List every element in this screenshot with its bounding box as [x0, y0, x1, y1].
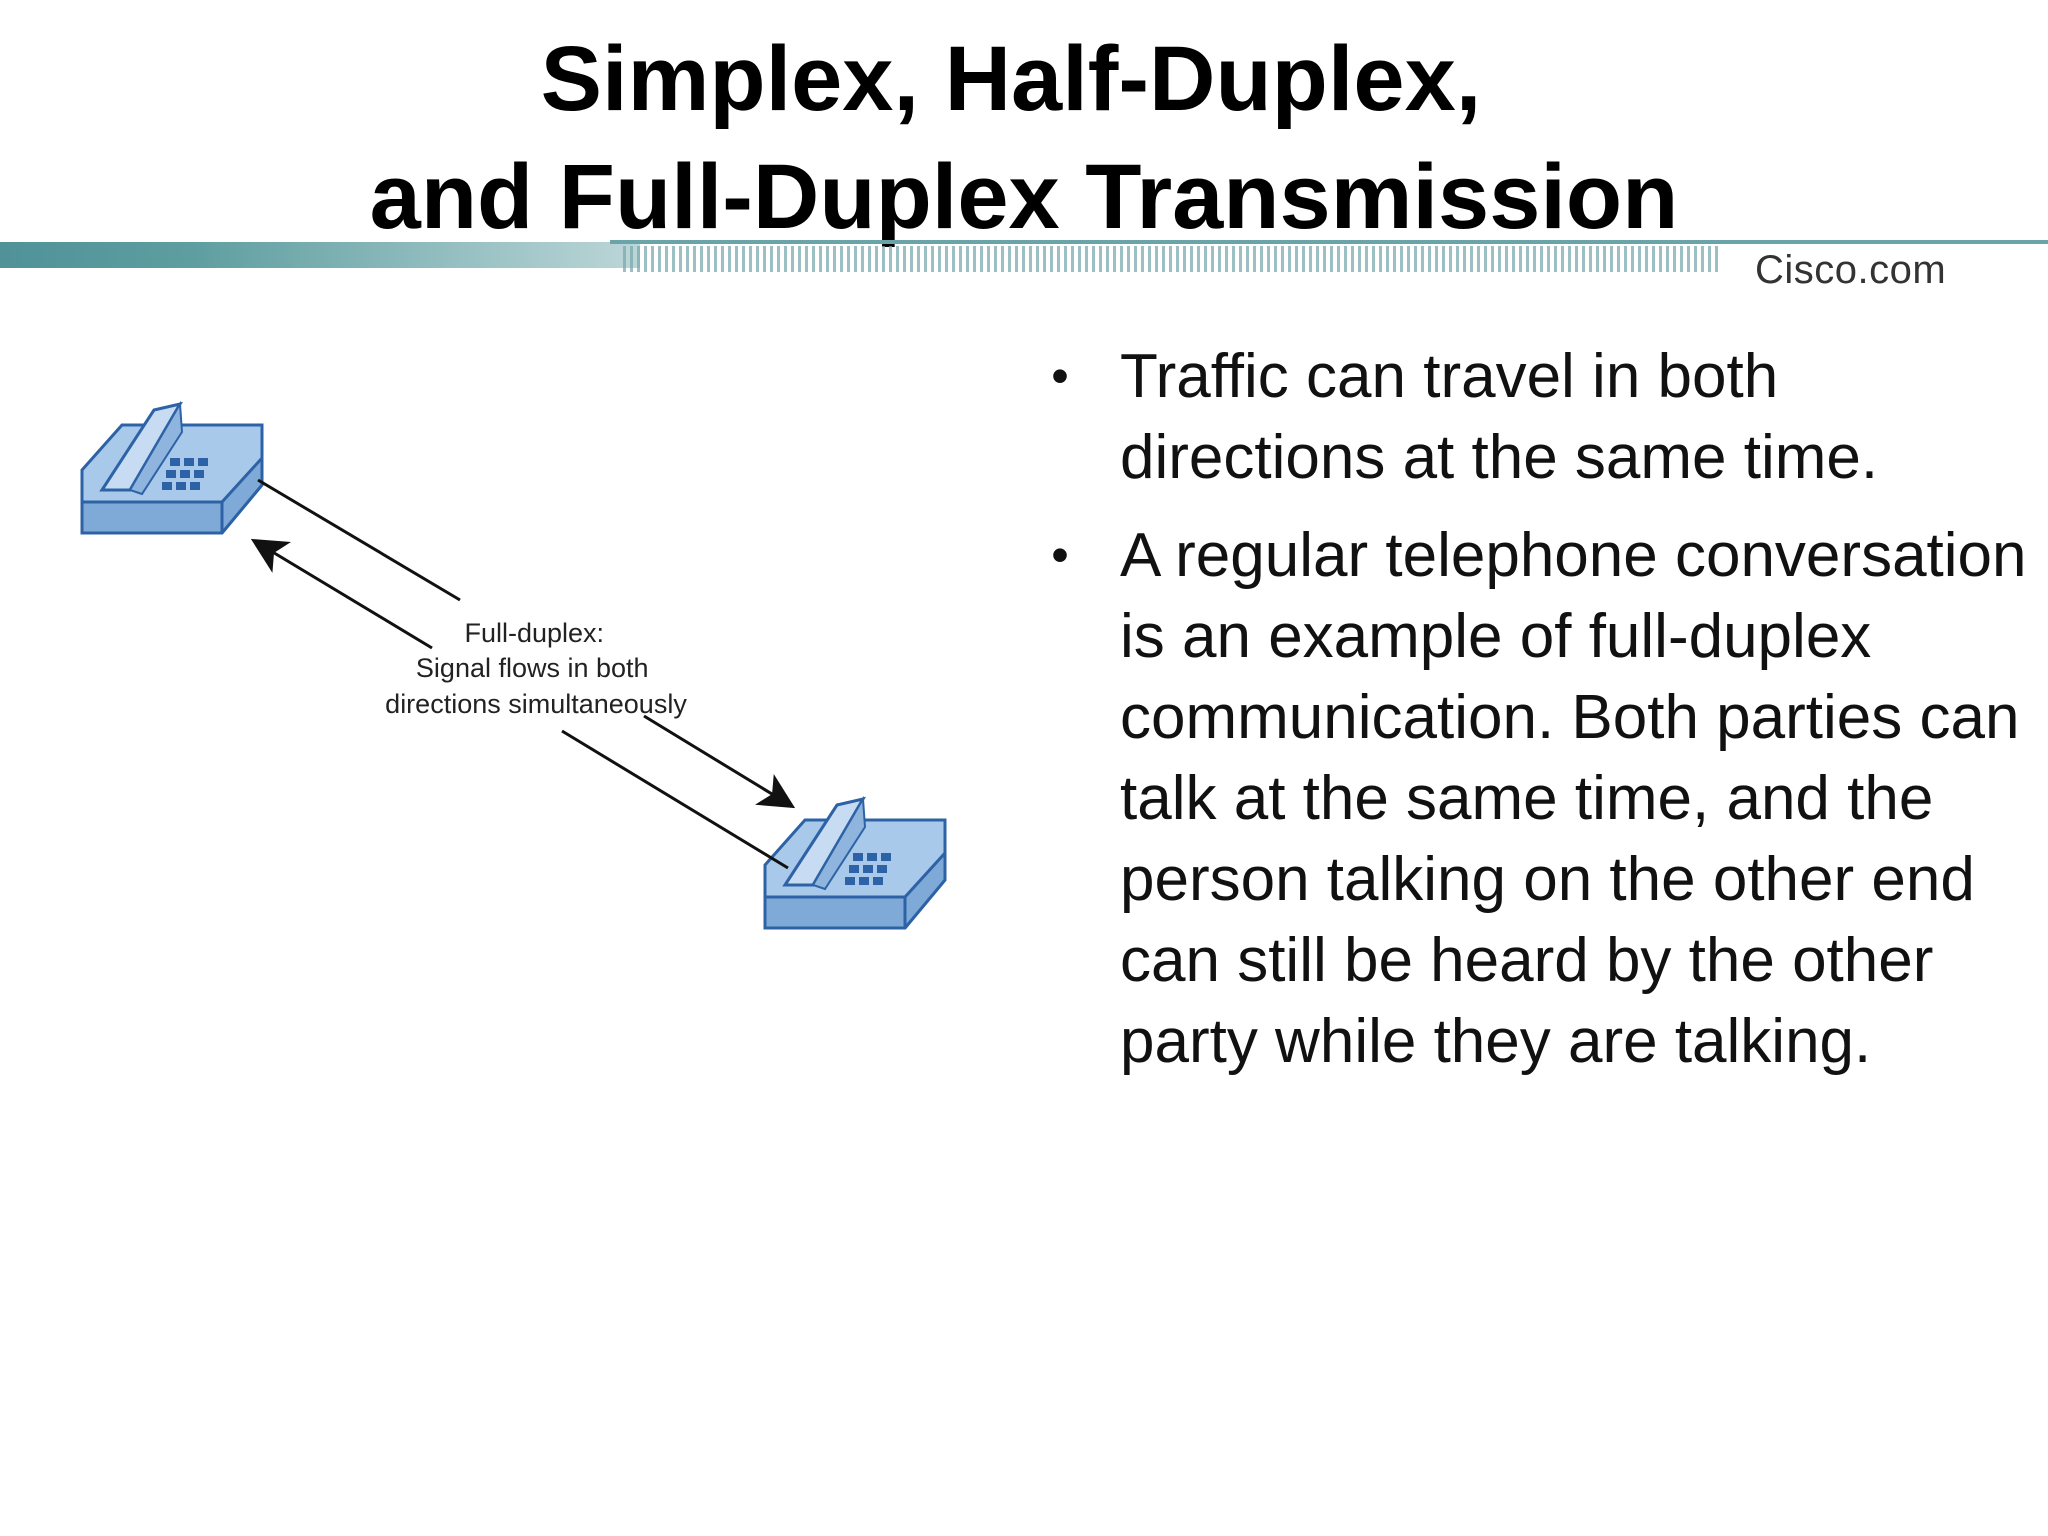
bullet-marker: •	[1051, 527, 1069, 583]
bullet-text: Traffic can travel in both directions at…	[1120, 342, 1879, 492]
telephone-icon	[763, 795, 947, 930]
arrow-to-phone-2	[643, 714, 796, 809]
diagram-label: Full-duplex: Signal flows in both direct…	[385, 618, 687, 719]
bullet-list: • Traffic can travel in both directions …	[1040, 336, 2040, 1099]
signal-line-upper	[257, 478, 461, 602]
arrow-to-phone-1	[250, 538, 433, 650]
cisco-brand: Cisco.com	[1755, 248, 1947, 292]
diagram-label-line: Full-duplex:	[464, 618, 604, 648]
bullet-item: • Traffic can travel in both directions …	[1040, 336, 2040, 498]
telephone-icon	[80, 400, 264, 535]
diagram-label-line: directions simultaneously	[385, 689, 687, 719]
bullet-marker: •	[1051, 348, 1069, 404]
signal-line-lower	[561, 729, 789, 870]
bullet-text: A regular telephone conversation is an e…	[1120, 521, 2027, 1076]
full-duplex-diagram: Full-duplex: Signal flows in both direct…	[80, 400, 947, 930]
slide-title-line-2: and Full-Duplex Transmission	[369, 146, 1679, 248]
slide-title: Simplex, Half-Duplex, and Full-Duplex Tr…	[0, 20, 2048, 256]
bullet-item: • A regular telephone conversation is an…	[1040, 515, 2040, 1082]
diagram-label-line: Signal flows in both	[416, 653, 649, 683]
header-band	[0, 240, 2048, 272]
slide-title-line-1: Simplex, Half-Duplex,	[540, 28, 1482, 130]
